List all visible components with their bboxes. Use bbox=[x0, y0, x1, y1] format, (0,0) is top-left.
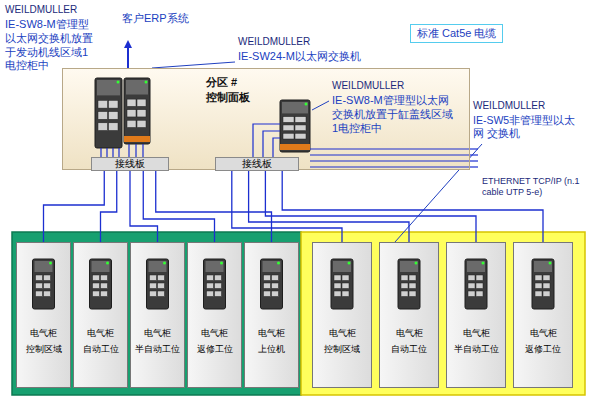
node-title: 电气柜 bbox=[245, 325, 298, 341]
electrical-cabinet: 电气柜半自动工位 bbox=[130, 242, 185, 388]
callout-text: WEILDMULLER bbox=[473, 100, 585, 113]
network-cable bbox=[101, 171, 117, 242]
cabinet-art bbox=[380, 243, 438, 323]
network-cable bbox=[265, 171, 476, 242]
cable-note-box: 标准 Cat5e 电缆 bbox=[410, 24, 503, 43]
erp-arrow bbox=[127, 44, 129, 68]
network-cable bbox=[44, 171, 105, 242]
switch-icon bbox=[124, 78, 150, 144]
node-title: 电气柜 bbox=[380, 325, 438, 341]
cabinet-art bbox=[245, 243, 298, 323]
ethernet-cables bbox=[470, 149, 478, 167]
switch-icon bbox=[204, 259, 226, 309]
cabinet-art bbox=[188, 243, 241, 323]
node-text: 自动工位 bbox=[380, 341, 438, 357]
switch-icon bbox=[532, 259, 554, 309]
yellow-zone bbox=[301, 232, 585, 395]
node-text: 控制区域 bbox=[17, 341, 70, 357]
node-title: 电气柜 bbox=[313, 325, 371, 341]
switch-icon bbox=[280, 100, 310, 152]
node-title: 接线板 bbox=[92, 158, 168, 170]
callout-text: IE-SW5非管理型以太网 交换机 bbox=[473, 114, 585, 140]
electrical-cabinet: 电气柜返修工位 bbox=[187, 242, 242, 388]
callout-text: IE-SW24-M以太网交换机 bbox=[238, 50, 398, 64]
cabinet-art bbox=[447, 243, 505, 323]
callout-text: IE-SW8-M管理型 以太网交换机放置 于发动机线区域1 电控柜中 bbox=[5, 18, 97, 73]
cabinet-art bbox=[131, 243, 184, 323]
electrical-cabinet: 电气柜返修工位 bbox=[513, 242, 573, 388]
node-title: 标准 Cat5e 电缆 bbox=[417, 26, 496, 41]
node-title: 电气柜 bbox=[447, 325, 505, 341]
electrical-cabinet: 电气柜半自动工位 bbox=[446, 242, 506, 388]
node-text: 返修工位 bbox=[514, 341, 572, 357]
callout-text: WEILDMULLER bbox=[332, 80, 452, 93]
node-title: 电气柜 bbox=[131, 325, 184, 341]
node-title: 分区 # bbox=[206, 75, 237, 90]
switch-icon bbox=[331, 259, 353, 309]
switch-icon bbox=[465, 259, 487, 309]
electrical-cabinet: 电气柜控制区域 bbox=[16, 242, 71, 388]
node-text: 控制面板 bbox=[206, 90, 250, 105]
node-text: 半自动工位 bbox=[447, 341, 505, 357]
node-title: 电气柜 bbox=[74, 325, 127, 341]
cabinet-art bbox=[313, 243, 371, 323]
terminal-strip: 接线板 bbox=[215, 157, 299, 171]
node-title: 电气柜 bbox=[188, 325, 241, 341]
callout-text: IE-SW8-M管理型以太网 交换机放置于缸盖线区域 1电控柜中 bbox=[332, 94, 460, 135]
switch-icon bbox=[90, 259, 112, 309]
electrical-cabinet: 电气柜上位机 bbox=[244, 242, 299, 388]
cabinet-art bbox=[17, 243, 70, 323]
node-text: 半自动工位 bbox=[131, 341, 184, 357]
network-cable bbox=[143, 171, 214, 242]
node-text: 返修工位 bbox=[188, 341, 241, 357]
cable-note: ETHERNET TCP/IP (n.1 cable UTP 5-e) bbox=[482, 176, 585, 199]
switch-icon bbox=[95, 78, 122, 148]
cabinet-art bbox=[74, 243, 127, 323]
switch-icon bbox=[33, 259, 55, 309]
node-title: 电气柜 bbox=[17, 325, 70, 341]
network-cable bbox=[156, 171, 272, 242]
callout-text: WEILDMULLER bbox=[238, 36, 358, 49]
cabinet-art bbox=[514, 243, 572, 323]
electrical-cabinet: 电气柜自动工位 bbox=[73, 242, 128, 388]
system-label: 客户ERP系统 bbox=[122, 12, 212, 26]
node-title: 电气柜 bbox=[514, 325, 572, 341]
green-zone bbox=[12, 232, 301, 395]
electrical-cabinet: 电气柜控制区域 bbox=[312, 242, 372, 388]
callout-text: WEILDMULLER bbox=[5, 4, 125, 17]
network-cable bbox=[249, 171, 409, 242]
terminal-strip: 接线板 bbox=[91, 157, 169, 171]
switch-icon bbox=[147, 259, 169, 309]
node-text: 控制区域 bbox=[313, 341, 371, 357]
switch-icon bbox=[261, 259, 283, 309]
node-text: 自动工位 bbox=[74, 341, 127, 357]
node-title: 接线板 bbox=[216, 158, 298, 170]
switch-icon bbox=[398, 259, 420, 309]
node-text: 上位机 bbox=[245, 341, 298, 357]
electrical-cabinet: 电气柜自动工位 bbox=[379, 242, 439, 388]
